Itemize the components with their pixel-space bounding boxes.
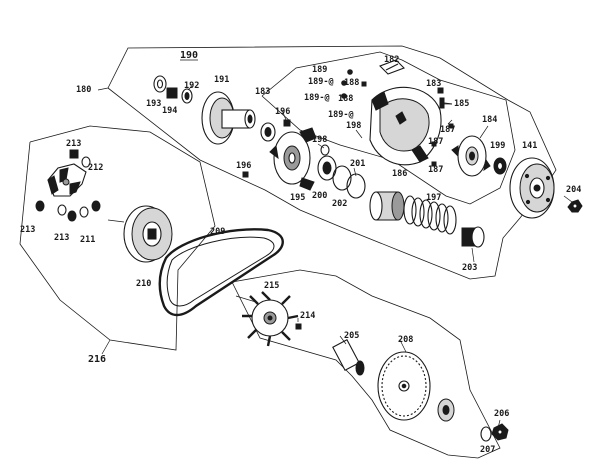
part-211-rollers: [35, 200, 101, 222]
group-outline-upper: [107, 45, 557, 280]
part-209-belt: [158, 228, 284, 317]
part-203-seat: [461, 226, 485, 248]
label-188: 188: [344, 78, 359, 88]
label-200: 200: [312, 191, 327, 201]
part-205-collar: [332, 339, 365, 376]
label-183: 183: [255, 87, 270, 97]
part-196-bolt-upper: [283, 119, 291, 127]
part-bearing-ring: [260, 122, 276, 142]
label-193: 193: [146, 99, 161, 109]
label-194: 194: [162, 106, 177, 116]
part-183-pin: [437, 87, 444, 94]
label-208: 208: [398, 335, 413, 345]
part-213-slider: [69, 149, 91, 168]
label-209: 209: [210, 227, 225, 237]
label-203: 203: [462, 263, 477, 273]
part-185-bolt: [439, 97, 453, 109]
part-214-bolt: [295, 323, 302, 330]
label-185: 185: [454, 99, 469, 109]
part-178-collar: [369, 191, 405, 221]
part-187-bolts: [431, 123, 454, 167]
label-207: 207: [480, 445, 495, 455]
group-outline-lower: [231, 269, 501, 459]
part-207-washer: [480, 426, 492, 442]
label-196-lower: 196: [236, 161, 251, 171]
label-187-a: 187: [440, 125, 455, 135]
label-198: 198: [346, 121, 361, 131]
part-196-bolt-lower: [242, 171, 249, 178]
label-213-b: 213: [20, 225, 35, 235]
label-210: 210: [136, 279, 151, 289]
part-washer-lower: [437, 398, 455, 422]
part-192-washer: [181, 88, 193, 104]
label-186: 186: [392, 169, 407, 179]
label-202: 202: [332, 199, 347, 209]
label-141: 141: [522, 141, 537, 151]
part-195-clutch-plate: [269, 127, 317, 191]
part-206-nut: [491, 423, 509, 441]
part-141-clutch-bell: [509, 157, 555, 219]
label-215: 215: [264, 281, 279, 291]
part-204-nut: [567, 199, 583, 213]
label-190: 190: [180, 50, 198, 61]
group-outline-left: [19, 125, 216, 351]
part-197-spring: [403, 195, 457, 235]
part-184-hub: [451, 135, 491, 177]
label-180: 180: [76, 85, 91, 95]
label-211: 211: [80, 235, 95, 245]
part-210-pulley: [107, 205, 173, 263]
label-216: 216: [88, 354, 106, 365]
label-205: 205: [344, 331, 359, 341]
label-189-a: 189-@: [308, 77, 334, 87]
label-197: 197: [426, 193, 441, 203]
label-187-c: 187: [428, 165, 443, 175]
label-196-upper: 196: [275, 107, 290, 117]
label-183-b: 183: [426, 79, 441, 89]
label-212: 212: [88, 163, 103, 173]
part-198-ring: [320, 144, 330, 156]
part-215-fan: [242, 291, 299, 347]
label-213-c: 213: [54, 233, 69, 243]
label-201: 201: [350, 159, 365, 169]
part-201-ring: [346, 173, 366, 199]
label-189: 189: [312, 65, 327, 75]
label-189-b: 189-@: [304, 93, 330, 103]
label-188-b: 188: [338, 94, 353, 104]
label-187-b: 187: [428, 137, 443, 147]
part-212-ramp-plate: [47, 163, 87, 197]
label-192: 192: [184, 81, 199, 91]
label-204: 204: [566, 185, 581, 195]
part-189-pins: [341, 69, 367, 99]
part-186-clutch-shoes: [369, 86, 442, 166]
part-193-spacer: [153, 75, 178, 99]
label-199: 199: [490, 141, 505, 151]
label-189-c: 189-@: [328, 110, 354, 120]
label-198-b: 198: [312, 135, 327, 145]
part-199-nut: [493, 157, 507, 175]
part-202-ring: [332, 165, 352, 191]
part-208-driven-face: [377, 351, 431, 421]
label-214: 214: [300, 311, 315, 321]
group-outline-clutch: [261, 51, 516, 205]
part-182-spring: [379, 59, 405, 75]
label-206: 206: [494, 409, 509, 419]
part-200-bearing: [317, 155, 337, 181]
label-213-a: 213: [66, 139, 81, 149]
label-182: 182: [384, 55, 399, 65]
label-195: 195: [290, 193, 305, 203]
label-184: 184: [482, 115, 497, 125]
part-191-drive-face: [201, 91, 256, 145]
label-191: 191: [214, 75, 229, 85]
